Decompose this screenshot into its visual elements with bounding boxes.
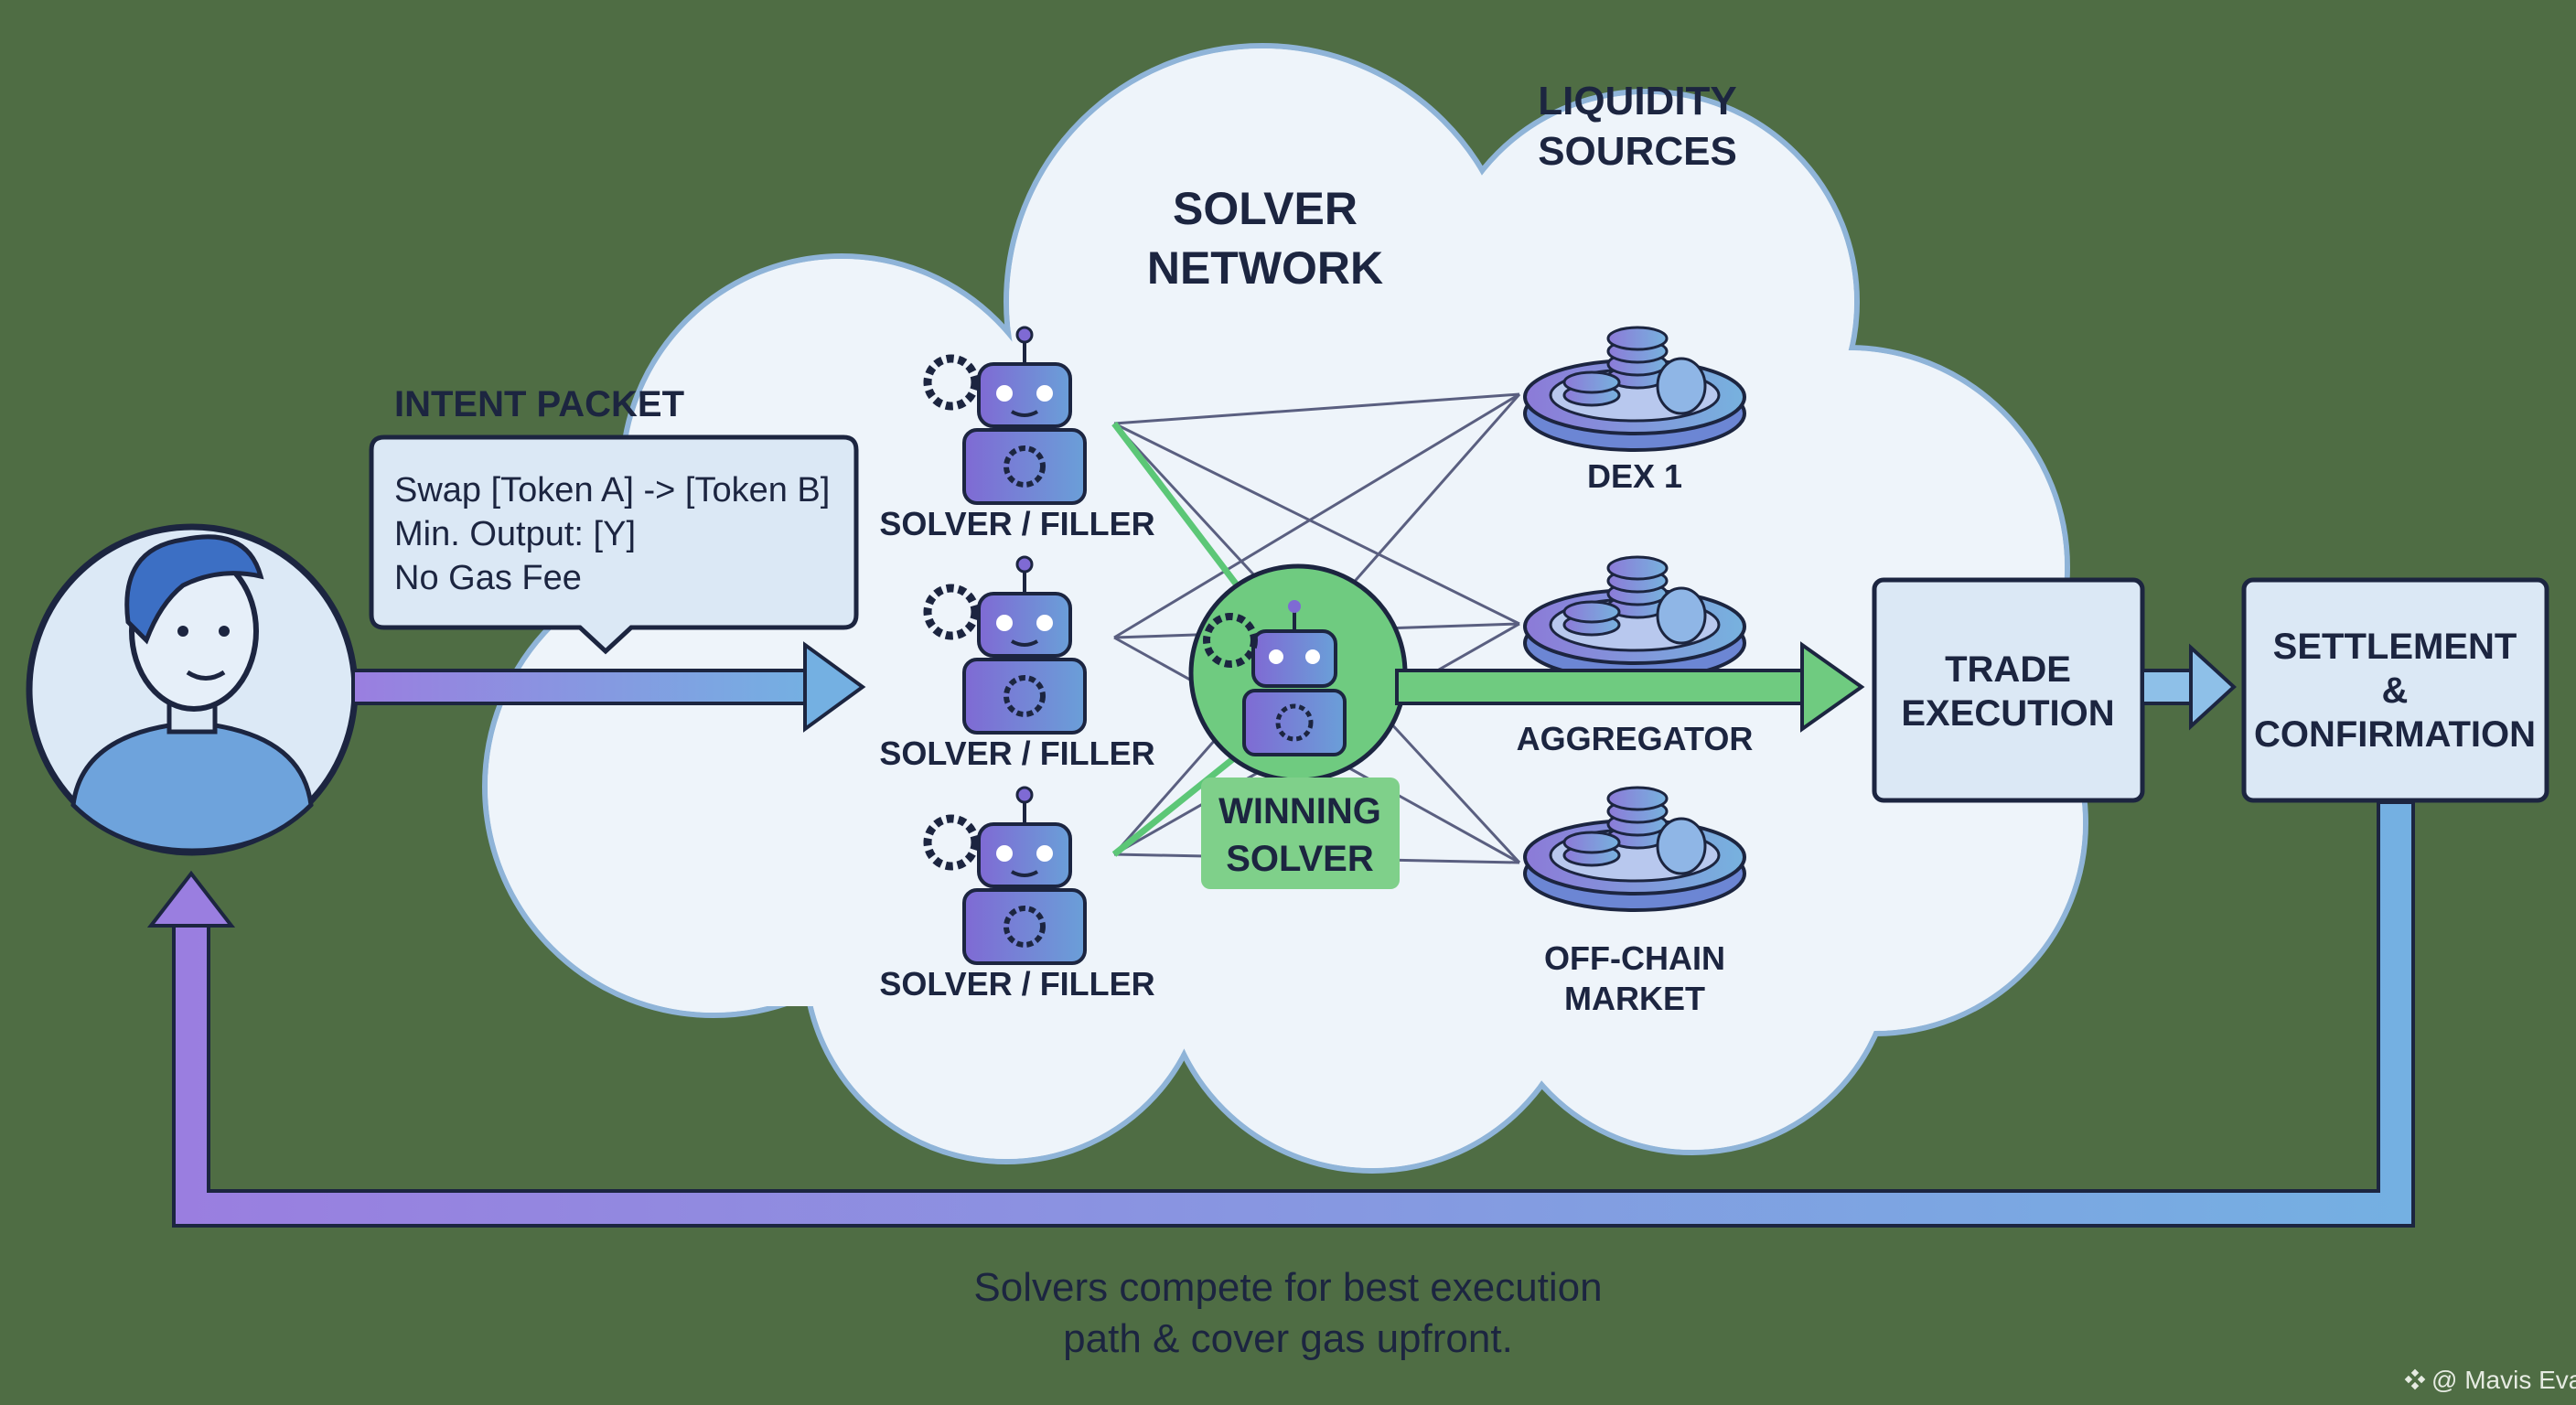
settlement-label-line3: CONFIRMATION [2254,714,2536,755]
trade-execution-box: TRADE EXECUTION [1872,577,2145,803]
robot-icon [962,326,1087,505]
gear-icon [923,584,980,640]
coin-stack-icon [1523,786,1746,912]
binance-logo-icon [2404,1368,2426,1390]
gear-icon [923,814,980,871]
solver-network-title-line2: NETWORK [1147,242,1383,294]
return-arrow [146,800,2415,1228]
off-chain-label: OFF-CHAIN [1544,939,1725,977]
liquidity-sources-title: LIQUIDITY [1538,79,1737,123]
coin-stack-icon [1523,326,1746,452]
settlement-label-amp: & [2382,670,2409,711]
solver-label: SOLVER / FILLER [879,965,1154,1003]
aggregator-label: AGGREGATOR [1517,720,1754,757]
off-chain-label-line2: MARKET [1564,980,1705,1017]
trade-execution-label-line2: EXECUTION [1901,693,2114,734]
coin-stack-icon [1523,555,1746,681]
intent-arrow [351,641,866,733]
liquidity-sources-title-line2: SOURCES [1538,129,1737,174]
solver-label: SOLVER / FILLER [879,735,1154,772]
intent-line-min-output: Min. Output: [Y] [394,515,636,553]
winning-solver-label-line2: SOLVER [1226,839,1374,879]
solver-label: SOLVER / FILLER [879,505,1154,542]
dex-label: DEX 1 [1587,457,1682,495]
solver-filler: SOLVER / FILLER [879,786,1155,1003]
user-avatar [26,523,359,856]
robot-icon [962,555,1087,735]
winning-solver-label: WINNING [1218,791,1381,831]
settlement-box: SETTLEMENT & CONFIRMATION [2241,577,2549,803]
gear-icon [923,354,980,411]
intent-packet-label: INTENT PACKET [394,384,684,424]
intent-packet-box: Swap [Token A] -> [Token B] Min. Output:… [369,434,859,655]
watermark: @ Mavis Evan [2404,1366,2576,1394]
trade-execution-label: TRADE [1945,649,2071,690]
intent-line-gas: No Gas Fee [394,559,582,597]
settlement-label: SETTLEMENT [2273,627,2517,667]
solver-filler: SOLVER / FILLER [879,326,1155,542]
watermark-text: @ Mavis Evan [2431,1366,2576,1394]
winning-lines [1111,421,1247,857]
solver-network-title: SOLVER [1173,183,1358,234]
caption-line1: Solvers compete for best execution [973,1265,1602,1310]
intent-line-swap: Swap [Token A] -> [Token B] [394,471,830,509]
caption-line2: path & cover gas upfront. [1063,1316,1513,1361]
winning-solver: WINNING SOLVER [1188,563,1408,889]
solver-filler: SOLVER / FILLER [879,555,1155,772]
robot-icon [962,786,1087,965]
winning-robot-icon [1203,600,1347,756]
settlement-arrow [2141,643,2237,731]
execution-arrow [1395,641,1865,733]
